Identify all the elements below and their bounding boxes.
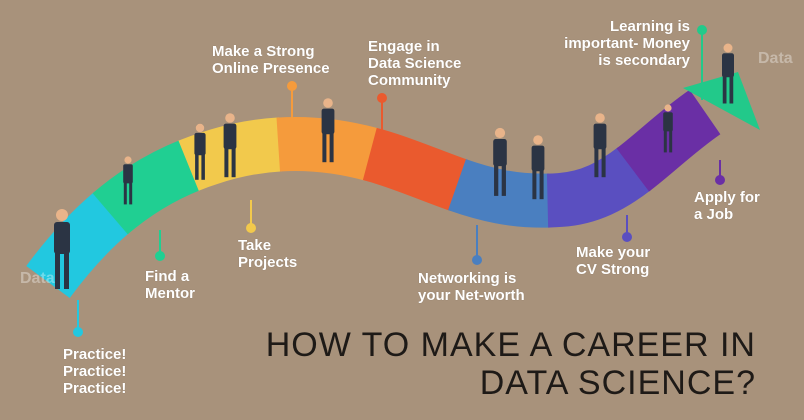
label-line: your Net-worth	[418, 287, 525, 304]
step-networking-label: Networking is your Net-worth	[418, 270, 525, 304]
page-title: HOW TO MAKE A CAREER IN DATA SCIENCE?	[266, 326, 756, 402]
title-line: HOW TO MAKE A CAREER IN	[265, 326, 756, 364]
label-line: Practice!	[63, 346, 127, 363]
step-cv-label: Make your CV Strong	[576, 244, 650, 278]
label-line: Data Science	[368, 55, 462, 72]
road-segment	[26, 89, 721, 299]
pin-dot	[472, 255, 482, 265]
person-figure	[194, 123, 206, 180]
label-line: Take	[238, 237, 272, 254]
person-figure	[493, 127, 507, 196]
person-figure	[223, 113, 237, 178]
label-line: is secondary	[598, 52, 690, 69]
person-figure	[54, 209, 70, 289]
person-figure	[321, 98, 335, 163]
person-figure	[531, 135, 545, 200]
person-figure	[722, 43, 734, 104]
step-mentor-label: Find a Mentor	[145, 268, 195, 302]
watermark-logo: Data	[20, 270, 55, 287]
label-line: Make a Strong	[212, 43, 315, 60]
label-line: Engage in	[368, 38, 440, 55]
road-segment	[26, 89, 721, 299]
person-figure	[663, 104, 673, 153]
label-line: important- Money	[564, 35, 690, 52]
step-learning-label: Learning is important- Money is secondar…	[564, 18, 690, 69]
pin-dot	[246, 223, 256, 233]
step-practice-label: Practice! Practice! Practice!	[63, 346, 126, 397]
pin-dot	[697, 25, 707, 35]
pin-dot	[287, 81, 297, 91]
title-line: DATA SCIENCE?	[479, 364, 756, 402]
step-online-presence-label: Make a Strong Online Presence	[212, 43, 330, 77]
label-line: Networking is	[418, 270, 517, 287]
label-line: Projects	[238, 254, 298, 271]
label-line: Mentor	[145, 285, 195, 302]
person-figure	[593, 113, 607, 178]
step-community-label: Engage in Data Science Community	[368, 38, 461, 89]
pin-dot	[73, 327, 83, 337]
pin-dot	[622, 232, 632, 242]
watermark-logo: Data	[758, 50, 793, 67]
label-line: Apply for	[694, 189, 760, 206]
pin-dot	[715, 175, 725, 185]
step-apply-label: Apply for a Job	[694, 189, 760, 223]
pin-dot	[377, 93, 387, 103]
label-line: Community	[368, 72, 451, 89]
label-line: Online Presence	[212, 60, 330, 77]
label-line: Learning is	[609, 18, 690, 35]
label-line: a Job	[694, 206, 734, 223]
label-line: Find a	[145, 268, 190, 285]
step-projects-label: Take Projects	[238, 237, 297, 271]
road-segment	[26, 89, 721, 299]
label-line: CV Strong	[576, 261, 650, 278]
label-line: Practice!	[63, 380, 127, 397]
label-line: Practice!	[63, 363, 127, 380]
person-figure	[123, 156, 133, 205]
pin-dot	[155, 251, 165, 261]
label-line: Make your	[576, 244, 651, 261]
